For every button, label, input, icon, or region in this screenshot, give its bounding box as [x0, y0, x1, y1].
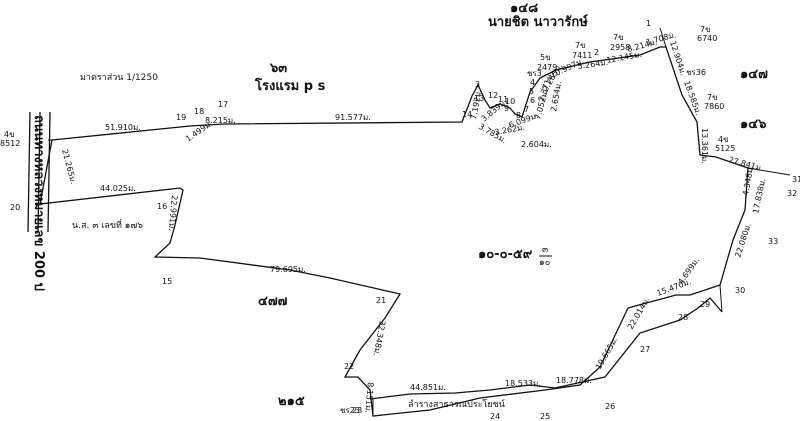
dist-17-838: 17.838ม.: [751, 178, 767, 215]
point-3: 3: [475, 80, 480, 89]
parcel-boundary: [39, 46, 749, 417]
parcel-147: ๑๔๗: [740, 67, 768, 82]
area-fraction-num: ๓: [542, 245, 548, 255]
dist-32-348: 32.348ม.: [372, 320, 387, 357]
dist-22-080: 22.080ม.: [733, 222, 753, 259]
marker-4-8512-b: 8512: [0, 139, 20, 148]
dist-19-665: 19.665ม.: [594, 335, 620, 371]
marker-ch36: ชร36: [686, 68, 706, 77]
tick-1: [659, 27, 667, 48]
dist-22-014: 22.014ม.: [626, 295, 652, 331]
road-edge-1: [27, 111, 31, 233]
point-18: 18: [194, 107, 204, 116]
point-11: 11: [498, 95, 508, 104]
dist-2-604: 2.604ม.: [521, 140, 552, 149]
point-10: 10: [505, 97, 515, 106]
dist-1-499: 1.499ม.: [184, 119, 214, 144]
parcel-477: ๔๗๗: [258, 294, 288, 309]
marker-5-2479-b: 2479: [537, 63, 557, 72]
marker-4-5125-a: 4ข: [718, 135, 729, 144]
point-30: 30: [735, 286, 745, 295]
marker-4-5125-b: 5125: [715, 144, 735, 153]
public-road-label: ลำรางสาธารณประโยชน์: [408, 398, 505, 410]
point-21: 21: [376, 296, 386, 305]
road-edge-2: [37, 111, 41, 233]
marker-7-2958-b: 2958: [610, 43, 630, 52]
dist-51-910: 51.910ม.: [105, 123, 141, 132]
road-edge-3: [47, 111, 51, 233]
marker-7-6740-a: 7ข: [700, 25, 711, 34]
neighbor-number: ๑๔๘: [510, 1, 538, 16]
point-15: 15: [162, 277, 172, 286]
point-22: 22: [344, 362, 354, 371]
point-9: 9: [504, 104, 509, 113]
tick-29: [719, 284, 723, 313]
point-28: 28: [678, 313, 688, 322]
dist-12-145: 12.145ม.: [606, 50, 643, 65]
dist-5-264: 5.264ม.: [577, 58, 609, 71]
marker-5-2479-a: 5ข: [540, 53, 551, 62]
marker-ch23: ชร23: [340, 406, 360, 415]
dist-44-025: 44.025ม.: [100, 184, 136, 193]
scale-label: มาตราส่วน 1/1250: [80, 73, 158, 83]
marker-ch3: ชร3: [527, 69, 542, 78]
dist-79-695: 79.695ม.: [270, 265, 306, 274]
point-25: 25: [540, 412, 550, 421]
hotel-number: ๖๓: [269, 61, 287, 76]
marker-7-6740-b: 6740: [697, 34, 717, 43]
area-main: ๑๐-๐-๕๙: [478, 247, 533, 262]
dist-44-851: 44.851ม.: [410, 383, 446, 392]
marker-4-8512-a: 4ข: [4, 130, 15, 139]
parcel-215: ๒๑๕: [278, 394, 305, 409]
point-5: 5: [529, 87, 534, 96]
dist-18-533: 18.533ม.: [505, 379, 541, 388]
tick-31: [747, 167, 791, 176]
point-16: 16: [157, 202, 167, 211]
point-14: 14: [462, 110, 472, 119]
point-2: 2: [594, 48, 599, 57]
drain-boundary: [369, 297, 723, 400]
point-6: 6: [530, 96, 535, 105]
point-4: 4: [530, 78, 535, 87]
point-1: 1: [646, 19, 651, 28]
dist-13-361: 13.361ม.: [700, 128, 709, 164]
dist-91-577: 91.577ม.: [335, 113, 371, 122]
dist-8-215: 8.215ม.: [205, 116, 236, 125]
dist-8-151: 8.151ม.: [363, 382, 375, 413]
dist-18-585: 18.585ม.: [682, 80, 703, 117]
point-17: 17: [218, 100, 228, 109]
marker-7-7411-a: 7ข: [575, 41, 586, 50]
neighbor-name: นายชิต นาวารักษ์: [488, 14, 588, 30]
dist-18-778: 18.778ม.: [556, 376, 592, 385]
point-31: 31: [792, 175, 800, 184]
left-road-label: ถนนทางหลวงหมายเลข 200 ป: [31, 115, 46, 291]
dist-21-265: 21.265ม.: [60, 148, 78, 185]
point-33: 33: [768, 237, 778, 246]
point-32: 32: [787, 189, 797, 198]
point-24: 24: [490, 412, 500, 421]
point-8: 8: [516, 111, 521, 120]
dist-22-991: 22.991ม.: [167, 195, 179, 231]
marker-7-7860-a: 7ข: [707, 93, 718, 102]
point-12: 12: [488, 91, 498, 100]
point-20: 20: [10, 203, 20, 212]
marker-7-7860-b: 7860: [704, 102, 724, 111]
point-27: 27: [640, 345, 650, 354]
point-26: 26: [605, 402, 615, 411]
point-7: 7: [524, 105, 529, 114]
area-fraction-den: ๑๐: [539, 258, 550, 268]
parcel-146: ๑๔๖: [740, 117, 766, 132]
point-29: 29: [700, 300, 710, 309]
point-19: 19: [176, 113, 186, 122]
point-13: 13: [474, 94, 484, 103]
marker-7-2958-a: 7ข: [613, 33, 624, 42]
hotel-name: โรงแรม p s: [254, 77, 326, 94]
point-23: 23: [352, 406, 362, 415]
dist-12-904: 12.904ม.: [668, 40, 688, 77]
marker-7-7411-b: 7411: [572, 51, 592, 60]
title-deed-ns3: น.ส. ๓ เลขที่ ๑๗๖: [72, 218, 143, 231]
